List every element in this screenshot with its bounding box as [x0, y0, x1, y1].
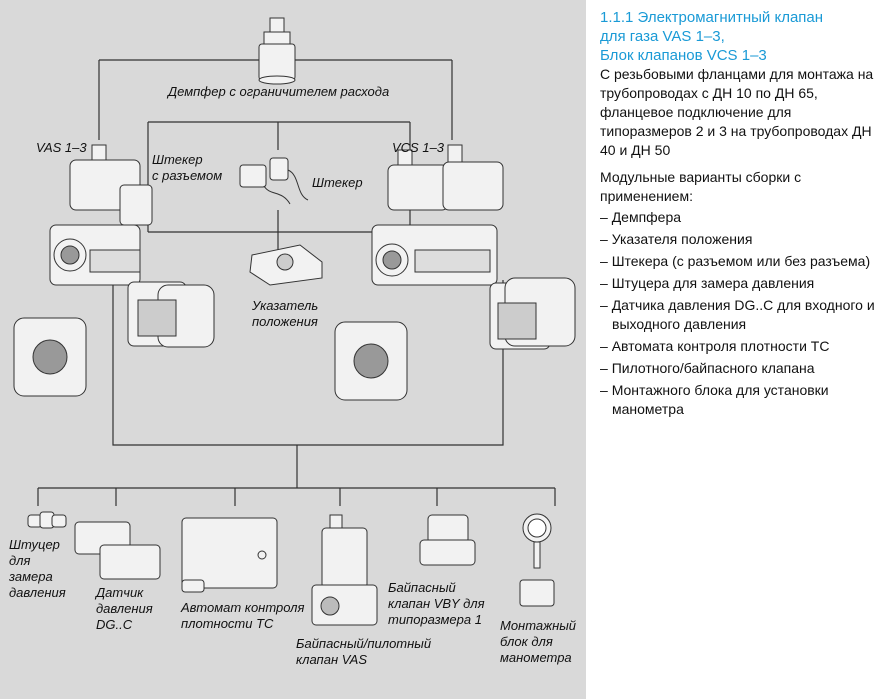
label-pressure-port: Штуцер для замера давления: [9, 537, 66, 600]
list-item: Штекера (с разъемом или без разъема): [600, 252, 882, 271]
heading-line: 1.1.1 Электромагнитный клапан: [600, 9, 824, 26]
list-item: Указателя положения: [600, 230, 882, 249]
gauge-block-image: [519, 513, 555, 607]
intro-paragraph: С резьбовыми фланцами для монтажа на тру…: [600, 66, 874, 158]
options-list: Демпфера Указателя положения Штекера (с …: [600, 208, 882, 419]
label-vcs13: VCS 1–3: [392, 140, 445, 155]
modular-paragraph: Модульные варианты сборки с применением:: [600, 169, 802, 204]
label-bypass-pilot: Байпасный/пилотный клапан VAS: [296, 636, 432, 667]
list-item: Демпфера: [600, 208, 882, 227]
flange-images: [13, 277, 576, 401]
plug-image: [239, 157, 309, 205]
position-indicator-image: [249, 244, 323, 286]
label-bypass-vby: Байпасный клапан VBY для типоразмера 1: [388, 580, 485, 627]
label-pressure-sensor: Датчик давления DG..C: [96, 585, 153, 632]
damper-image: [258, 17, 296, 85]
diagram-canvas: [13, 17, 576, 626]
tightness-control-image: [181, 517, 278, 593]
label-position-indicator: Указатель положения: [252, 298, 319, 329]
label-damper: Демпфер с ограничителем расхода: [168, 84, 390, 99]
list-item: Штуцера для замера давления: [600, 274, 882, 293]
list-item: Монтажного блока для установки манометра: [600, 381, 882, 419]
pressure-port-image: [27, 511, 67, 529]
heading-line: для газа VAS 1–3,: [600, 28, 725, 45]
connector-lines: [37, 59, 556, 506]
label-vas13: VAS 1–3: [36, 140, 87, 155]
list-item: Автомата контроля плотности TC: [600, 337, 882, 356]
section-heading: 1.1.1 Электромагнитный клапан для газа V…: [600, 8, 882, 65]
description-column: 1.1.1 Электромагнитный клапан для газа V…: [600, 8, 882, 422]
bypass-pilot-valve-image: [311, 514, 378, 626]
label-plug-with-socket: Штекер с разъемом: [152, 152, 223, 183]
label-tightness-control: Автомат контроля плотности TC: [181, 600, 305, 631]
vcs-block-image: [371, 144, 504, 286]
pressure-sensor-image: [74, 521, 161, 580]
label-gauge-block: Монтажный блок для манометра: [500, 618, 577, 665]
list-item: Датчика давления DG..C для входного и вы…: [600, 296, 882, 334]
diagram-panel: Демпфер с ограничителем расхода VAS 1–3 …: [0, 0, 586, 699]
list-item: Пилотного/байпасного клапана: [600, 359, 882, 378]
heading-line: Блок клапанов VCS 1–3: [600, 47, 767, 64]
bypass-vby-image: [419, 514, 476, 566]
label-plug: Штекер: [312, 175, 363, 190]
vas-valve-image: [49, 144, 153, 286]
